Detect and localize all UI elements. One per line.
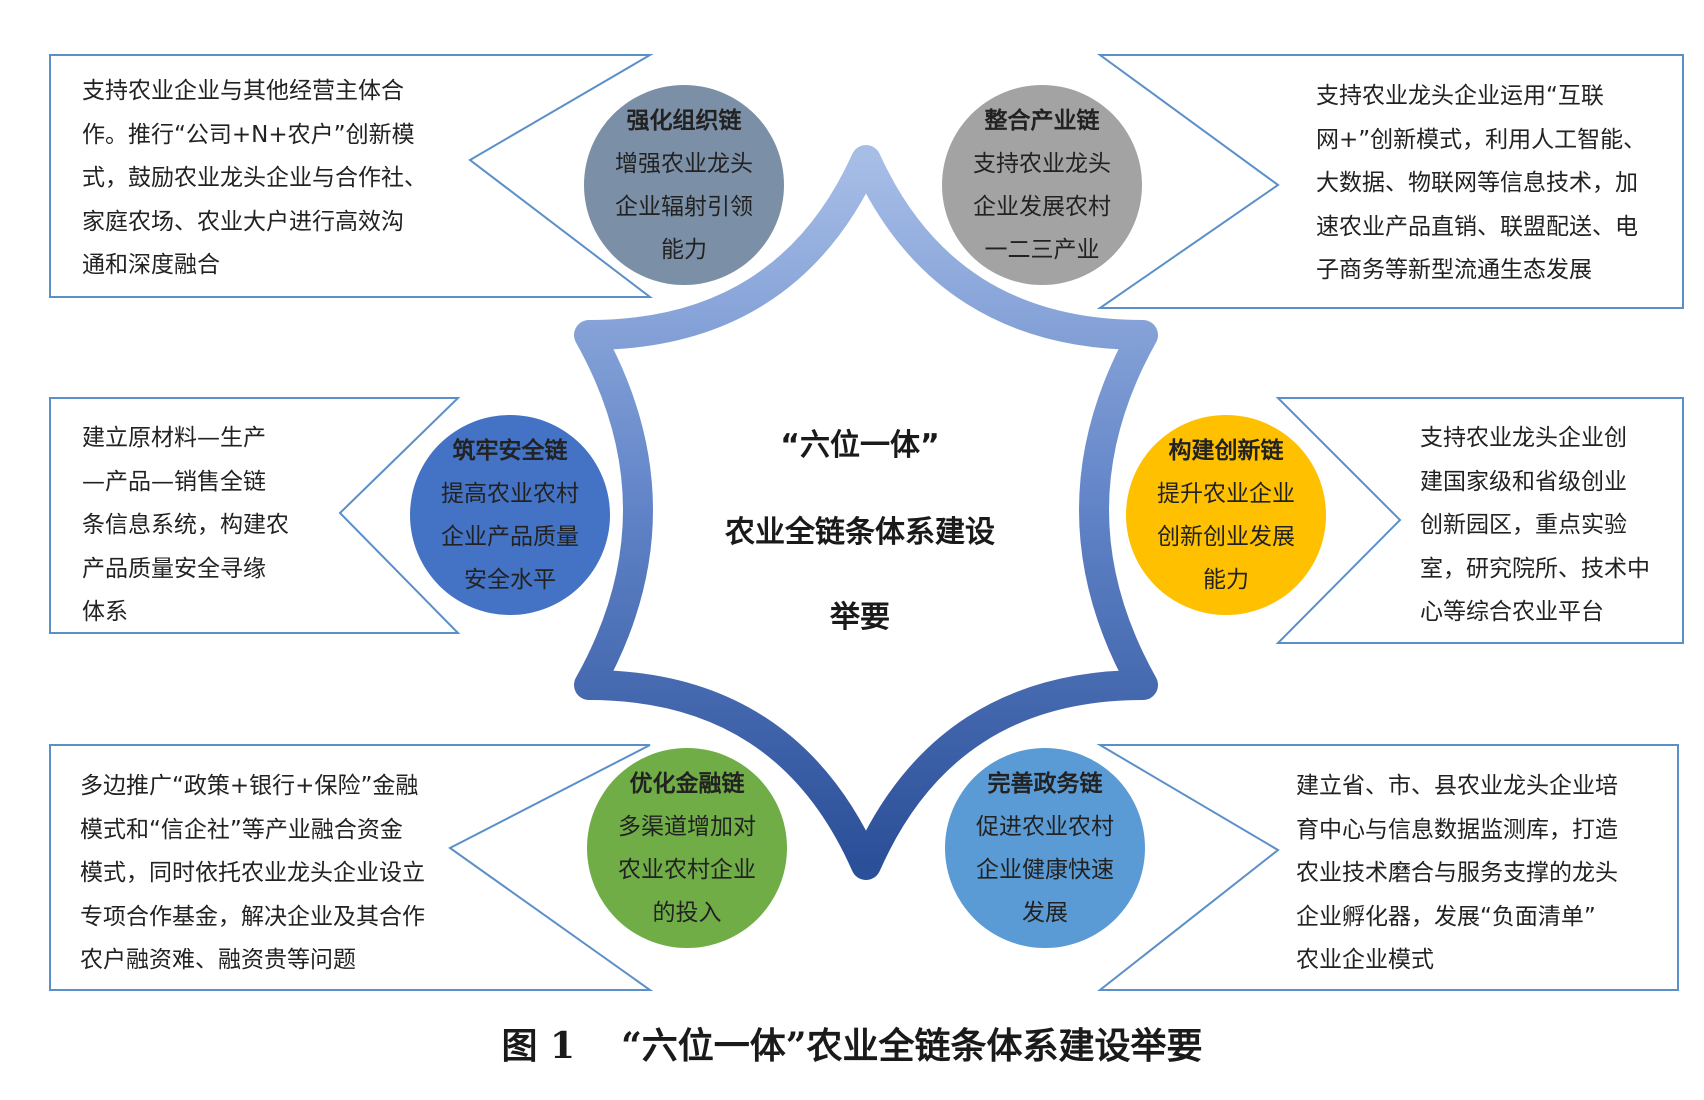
callout-shape-government — [1096, 744, 1679, 991]
callout-innovation-text: 支持农业龙头企业创 建国家级和省级创业 创新园区，重点实验 室，研究院所、技术中… — [1420, 425, 1650, 625]
node-organization-title: 强化组织链 — [626, 107, 742, 134]
node-government-body: 促进农业农村 企业健康快速 发展 — [976, 813, 1114, 926]
callout-government-text: 建立省、市、县农业龙头企业培 育中心与信息数据监测库，打造 农业技术磨合与服务支… — [1296, 773, 1618, 973]
center-title-line1: “六位一体” — [780, 428, 940, 463]
callout-shape-safety — [49, 397, 461, 634]
callout-shape-organization — [49, 54, 654, 298]
callout-industry-text: 支持农业龙头企业运用“互联 网+”创新模式，利用人工智能、 大数据、物联网等信息… — [1316, 83, 1647, 283]
node-organization-chain: 强化组织链 增强农业龙头 企业辐射引领 能力 — [584, 85, 784, 285]
callout-shape-finance — [49, 744, 654, 991]
center-star-frame — [574, 145, 1158, 880]
callout-shape-innovation — [1275, 397, 1684, 644]
node-safety-title: 筑牢安全链 — [452, 437, 568, 464]
node-industry-chain: 整合产业链 支持农业龙头 企业发展农村 一二三产业 — [942, 85, 1142, 285]
figure-title: “六位一体”农业全链条体系建设举要 — [621, 1025, 1203, 1067]
center-title-line2: 农业全链条体系建设 — [725, 515, 995, 550]
node-innovation-title: 构建创新链 — [1168, 437, 1284, 464]
node-safety-chain: 筑牢安全链 提高农业农村 企业产品质量 安全水平 — [410, 415, 610, 615]
node-innovation-chain: 构建创新链 提升农业企业 创新创业发展 能力 — [1126, 415, 1326, 615]
node-finance-chain: 优化金融链 多渠道增加对 农业农村企业 的投入 — [587, 748, 787, 948]
figure-label: 图 1 — [501, 1025, 576, 1067]
callout-safety-text: 建立原材料—生产 —产品—销售全链 条信息系统，构建农 产品质量安全寻缘 体系 — [82, 425, 289, 625]
callout-shape-industry — [1096, 54, 1684, 309]
callout-finance-text: 多边推广“政策+银行+保险”金融 模式和“信企社”等产业融合资金 模式，同时依托… — [80, 773, 425, 973]
node-government-chain: 完善政务链 促进农业农村 企业健康快速 发展 — [945, 748, 1145, 948]
node-finance-body: 多渠道增加对 农业农村企业 的投入 — [618, 813, 756, 926]
center-title-line3: 举要 — [830, 600, 890, 635]
node-finance-title: 优化金融链 — [629, 770, 745, 797]
node-industry-body: 支持农业龙头 企业发展农村 一二三产业 — [973, 150, 1111, 263]
node-safety-body: 提高农业农村 企业产品质量 安全水平 — [441, 480, 579, 593]
figure-caption: 图 1 “六位一体”农业全链条体系建设举要 — [0, 1017, 1704, 1069]
callout-organization-text: 支持农业企业与其他经营主体合 作。推行“公司+N+农户”创新模 式，鼓励农业龙头… — [82, 78, 427, 278]
node-innovation-body: 提升农业企业 创新创业发展 能力 — [1157, 480, 1295, 593]
node-government-title: 完善政务链 — [987, 770, 1103, 797]
node-industry-title: 整合产业链 — [984, 107, 1100, 134]
node-organization-body: 增强农业龙头 企业辐射引领 能力 — [615, 150, 753, 263]
